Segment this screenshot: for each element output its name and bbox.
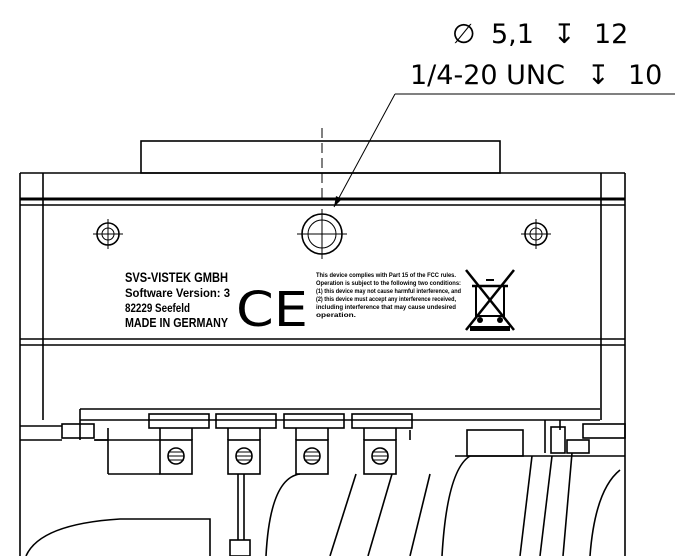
clamp-4 bbox=[351, 413, 413, 475]
thread-depth-symbol: ↧ bbox=[587, 60, 610, 91]
top-flange bbox=[140, 128, 501, 200]
fcc-line-5: including interference that may cause un… bbox=[316, 305, 456, 311]
depth-symbol: ↧ bbox=[553, 19, 576, 50]
label-software-version: Software Version: 3 bbox=[125, 286, 230, 300]
fcc-line-4: (2) this device must accept any interfer… bbox=[316, 297, 456, 303]
label-made-in: MADE IN GERMANY bbox=[125, 315, 228, 330]
thread-spec: 1/4-20 UNC bbox=[410, 60, 565, 91]
callout-leader-line bbox=[333, 93, 396, 208]
fcc-line-2: Operation is subject to the following tw… bbox=[316, 281, 461, 287]
mount-hole-left bbox=[93, 219, 123, 249]
diameter-value: 5,1 bbox=[491, 19, 534, 50]
fcc-line-6: operation. bbox=[316, 313, 356, 319]
clamp-1 bbox=[148, 413, 210, 475]
fcc-line-3: (1) this device may not cause harmful in… bbox=[316, 289, 461, 295]
label-location: 82229 Seefeld bbox=[125, 301, 190, 315]
label-manufacturer: SVS-VISTEK GMBH bbox=[125, 269, 228, 285]
product-label: SVS-VISTEK GMBH Software Version: 3 8222… bbox=[125, 269, 515, 338]
thread-depth: 10 bbox=[628, 60, 662, 91]
diameter-symbol: ∅ bbox=[452, 19, 476, 50]
fcc-line-1: This device complies with Part 15 of the… bbox=[316, 273, 456, 279]
hole-callout: ∅ 5,1 ↧ 12 1/4-20 UNC ↧ 10 bbox=[333, 19, 675, 208]
ce-mark: CE bbox=[236, 282, 308, 338]
mount-hole-center bbox=[297, 209, 347, 259]
mount-hole-right bbox=[521, 219, 551, 249]
lower-assembly bbox=[20, 408, 626, 556]
weee-bin-icon bbox=[465, 269, 515, 331]
clamp-2 bbox=[215, 413, 277, 556]
drill-depth: 12 bbox=[594, 19, 628, 50]
clamp-3 bbox=[283, 413, 345, 475]
camera-housing bbox=[19, 172, 626, 556]
